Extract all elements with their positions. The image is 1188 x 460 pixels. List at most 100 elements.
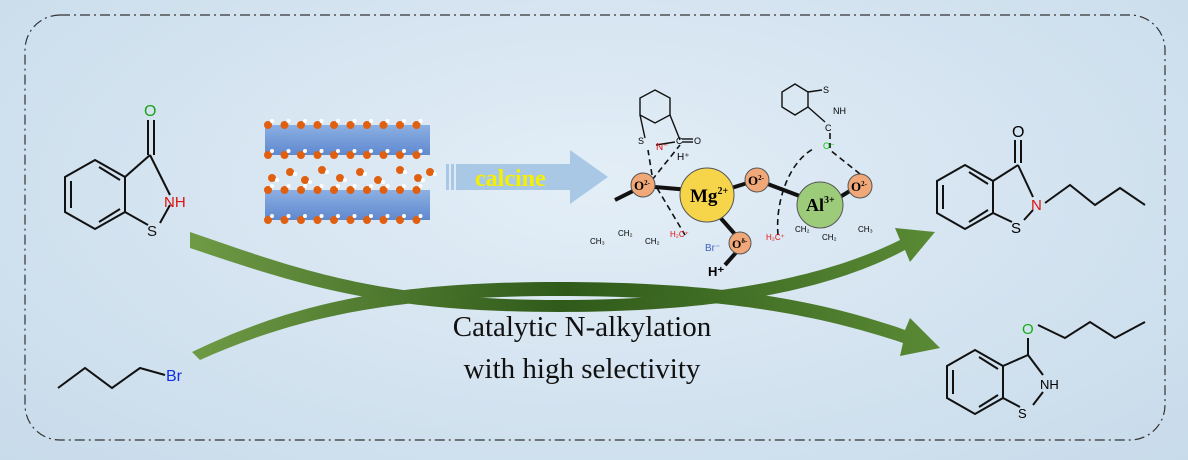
ldh-atom <box>319 119 324 123</box>
green-arrow-lower <box>192 282 940 360</box>
ldh-atom <box>346 151 355 159</box>
ldh-atom <box>385 214 390 218</box>
ldh-atom <box>319 214 324 218</box>
dashdot-frame <box>24 14 1166 441</box>
ldh-atom <box>346 186 355 194</box>
ldh-atom <box>385 184 390 188</box>
ldh-atom <box>286 214 291 218</box>
ldh-atom <box>412 186 421 194</box>
butyl-cation-left: CH₃ CH₂ CH₂ H₂C⁺ <box>590 229 689 246</box>
ldh-atom <box>352 184 357 188</box>
mg-label: Mg2+ <box>690 186 728 207</box>
ldh-atom <box>356 168 364 176</box>
mechanism-dashed-interactions <box>647 133 861 236</box>
ldh-atom <box>280 121 289 129</box>
ldh-atom <box>330 186 338 194</box>
ldh-atom <box>363 151 371 159</box>
caption-line-2: with high selectivity <box>464 353 701 385</box>
svg-text:CH₂: CH₂ <box>618 229 633 238</box>
ldh-atom <box>280 186 289 194</box>
ldh-atom <box>330 216 338 224</box>
ldh-atom <box>313 216 322 224</box>
ldh-atom <box>280 151 289 159</box>
product2-s-label: S <box>1018 406 1027 421</box>
n-minus-label: N⁻ <box>656 142 669 153</box>
ldh-atom <box>336 174 344 182</box>
ldh-atom <box>421 178 425 182</box>
product1-o-label: O <box>1012 124 1024 141</box>
ldh-atom <box>396 151 404 159</box>
o2-atom-2 <box>744 167 770 193</box>
ldh-atom <box>379 186 388 194</box>
ldh-atom <box>286 168 294 176</box>
ldh-atom <box>418 149 423 153</box>
ldh-atom <box>346 121 355 129</box>
adsorbed-o-anion <box>781 83 826 123</box>
ldh-atom <box>396 166 404 174</box>
reactant-bromobutane <box>57 366 166 390</box>
reactant-s-label: S <box>147 223 157 240</box>
o-minus-label: O⁻ <box>823 141 835 151</box>
reactant-br-label: Br <box>166 368 183 385</box>
svg-text:CH₃: CH₃ <box>858 225 873 234</box>
ldh-atom <box>319 184 324 188</box>
ldh-atom <box>363 172 367 176</box>
ldh-atom <box>303 184 307 188</box>
svg-text:CH₂: CH₂ <box>822 233 837 242</box>
ldh-atom <box>369 119 373 123</box>
svg-text:H₂C⁺: H₂C⁺ <box>766 233 785 242</box>
green-arrow-upper <box>190 228 935 312</box>
svg-text:CH₂: CH₂ <box>645 237 660 246</box>
anion-o-label: O <box>694 136 701 146</box>
ldh-atom <box>264 186 272 194</box>
ldh-atom <box>379 216 388 224</box>
ldh-atom <box>402 119 406 123</box>
ldh-atom <box>313 151 322 159</box>
ldh-atom <box>303 214 307 218</box>
odelta-label: Oδ- <box>732 237 748 251</box>
product-o-butyl <box>946 320 1146 416</box>
adsorbed-n-anion <box>639 89 693 146</box>
ldh-atom <box>270 119 274 123</box>
product1-s-label: S <box>1011 220 1021 237</box>
ldh-atom <box>343 178 347 182</box>
br-minus-label: Br⁻ <box>705 243 720 254</box>
o2-label-2: O2- <box>748 173 765 188</box>
ldh-atom <box>352 149 357 153</box>
ldh-atom <box>363 216 371 224</box>
ldh-atom <box>363 186 371 194</box>
al-label: Al3+ <box>806 195 835 215</box>
anion-s-label: S <box>638 136 644 146</box>
o2-label-1: O2- <box>634 178 651 193</box>
ldh-atom <box>336 184 340 188</box>
product-n-butyl <box>936 140 1146 231</box>
anion-c-label: C <box>676 136 683 146</box>
ldh-atom <box>319 149 324 153</box>
reactant-nh-label: NH <box>164 194 186 211</box>
al-atom <box>796 181 844 229</box>
ldh-atom <box>433 172 437 176</box>
svg-text:CH₃: CH₃ <box>590 237 605 246</box>
h-plus-label-upper: H⁺ <box>677 152 690 163</box>
caption-line-1: Catalytic N-alkylation <box>453 311 712 343</box>
ldh-layered-structure <box>264 119 437 224</box>
ldh-atom <box>402 214 406 218</box>
ldh-atom <box>297 121 305 129</box>
ldh-atom <box>264 121 272 129</box>
ldh-atom <box>313 121 322 129</box>
ldh-atom <box>381 180 385 184</box>
ldh-atom <box>325 170 329 174</box>
ldh-atom <box>379 151 388 159</box>
ldh-atom <box>318 166 326 174</box>
ldh-atom <box>301 176 309 184</box>
ldh-atom <box>264 216 272 224</box>
ldh-atom <box>280 216 289 224</box>
ldh-atom <box>369 149 373 153</box>
ldh-atom <box>412 151 421 159</box>
ldh-atom <box>286 119 291 123</box>
ldh-atom <box>268 174 276 182</box>
ldh-atom <box>385 119 390 123</box>
odelta-atom <box>728 231 752 255</box>
